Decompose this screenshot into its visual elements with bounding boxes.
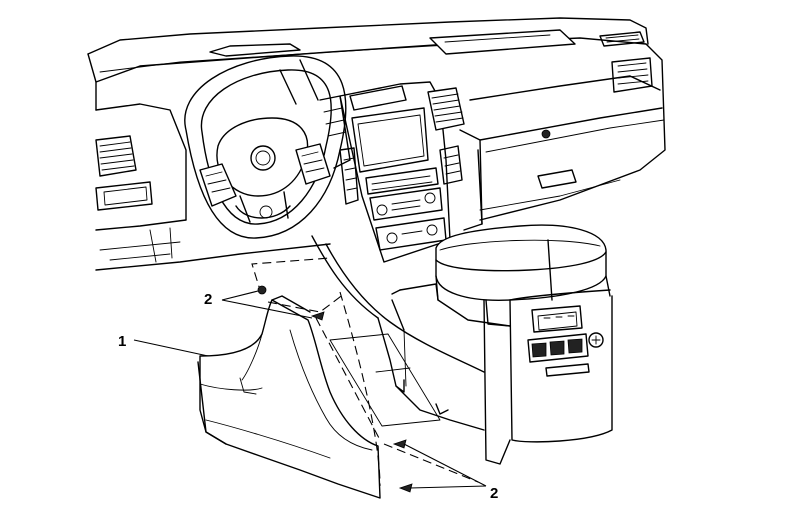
fasteners	[257, 285, 413, 493]
center-console	[391, 224, 613, 465]
alignment-lines	[251, 257, 479, 487]
fastener-upper-left	[257, 285, 267, 295]
floor-tunnel	[311, 235, 485, 431]
center-stack	[339, 81, 483, 263]
driver-dash-left	[95, 103, 331, 271]
callout-2-upper-label: 2	[204, 291, 212, 308]
trim-panel-1	[197, 295, 381, 499]
leader-lines	[133, 290, 487, 489]
callout-2-lower-label: 2	[490, 485, 498, 502]
dashboard-top	[87, 17, 649, 111]
callout-1-label: 1	[118, 333, 126, 350]
passenger-dash	[469, 43, 666, 225]
steering-wheel	[184, 55, 351, 239]
fastener-upper-right	[310, 311, 325, 321]
